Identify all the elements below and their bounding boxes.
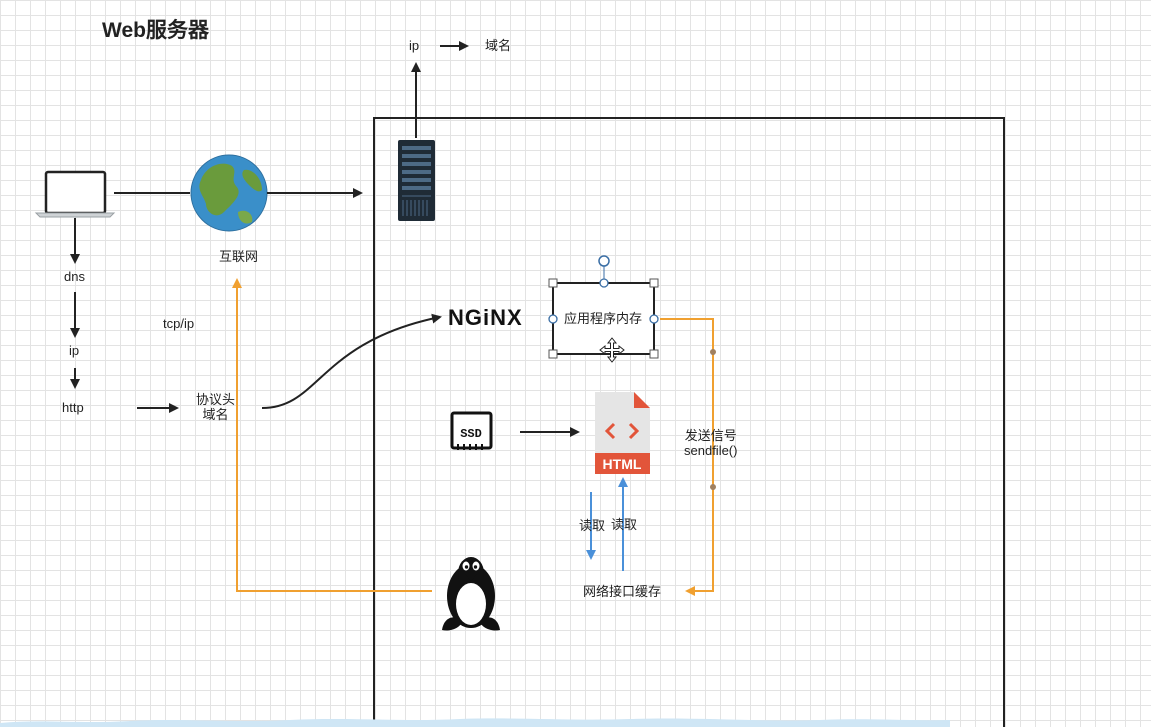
domain-name-line: 域名	[202, 406, 229, 422]
linux-to-internet-orange-arrow	[232, 278, 432, 592]
ssd-icon: SSD	[450, 411, 493, 450]
protocol-header-line: 协议头	[196, 392, 236, 407]
connection-point[interactable]	[599, 278, 609, 288]
protocol-header-label: 协议头 域名	[196, 392, 236, 423]
tcpip-label: tcp/ip	[163, 316, 195, 331]
orange-line-waypoint	[710, 349, 716, 355]
nginx-logo: NGiNX	[448, 305, 523, 330]
connection-point[interactable]	[649, 314, 659, 324]
page-title: Web服务器	[102, 19, 209, 42]
sendfile-line: sendfile()	[684, 442, 738, 458]
ip-top-label: ip	[409, 38, 420, 53]
server-boundary-box	[373, 117, 1005, 727]
globe-icon	[190, 154, 268, 232]
linux-penguin-icon	[442, 557, 500, 631]
internet-label: 互联网	[219, 249, 259, 264]
app-memory-label[interactable]: 应用程序内存	[564, 311, 643, 326]
orange-line-waypoint	[710, 484, 716, 490]
send-signal-label: 发送信号 sendfile()	[684, 428, 738, 459]
laptop-icon	[34, 170, 116, 218]
server-icon	[398, 140, 435, 221]
html-file-icon: HTML	[595, 392, 650, 474]
resize-handle[interactable]	[548, 349, 558, 359]
dns-label: dns	[64, 269, 85, 284]
rotate-handle[interactable]	[598, 255, 610, 267]
send-signal-line: 发送信号	[684, 428, 737, 443]
resize-handle[interactable]	[649, 278, 659, 288]
move-cursor-icon	[599, 337, 625, 363]
ip-left-label: ip	[69, 343, 80, 358]
app-memory-box[interactable]	[548, 255, 659, 359]
domain-top-label: 域名	[485, 38, 512, 53]
resize-handle[interactable]	[649, 349, 659, 359]
resize-handle[interactable]	[548, 278, 558, 288]
memory-to-buffer-orange-arrow	[660, 318, 714, 596]
http-label: http	[62, 400, 84, 415]
read-right-label: 读取	[611, 517, 638, 532]
protocol-to-nginx-curve	[261, 313, 442, 409]
bottom-wave-decoration	[0, 718, 950, 727]
connection-point[interactable]	[548, 314, 558, 324]
svg-text:SSD: SSD	[460, 427, 482, 441]
svg-text:HTML: HTML	[603, 456, 642, 472]
read-left-label: 读取	[579, 518, 606, 533]
nic-buffer-label: 网络接口缓存	[583, 584, 662, 599]
